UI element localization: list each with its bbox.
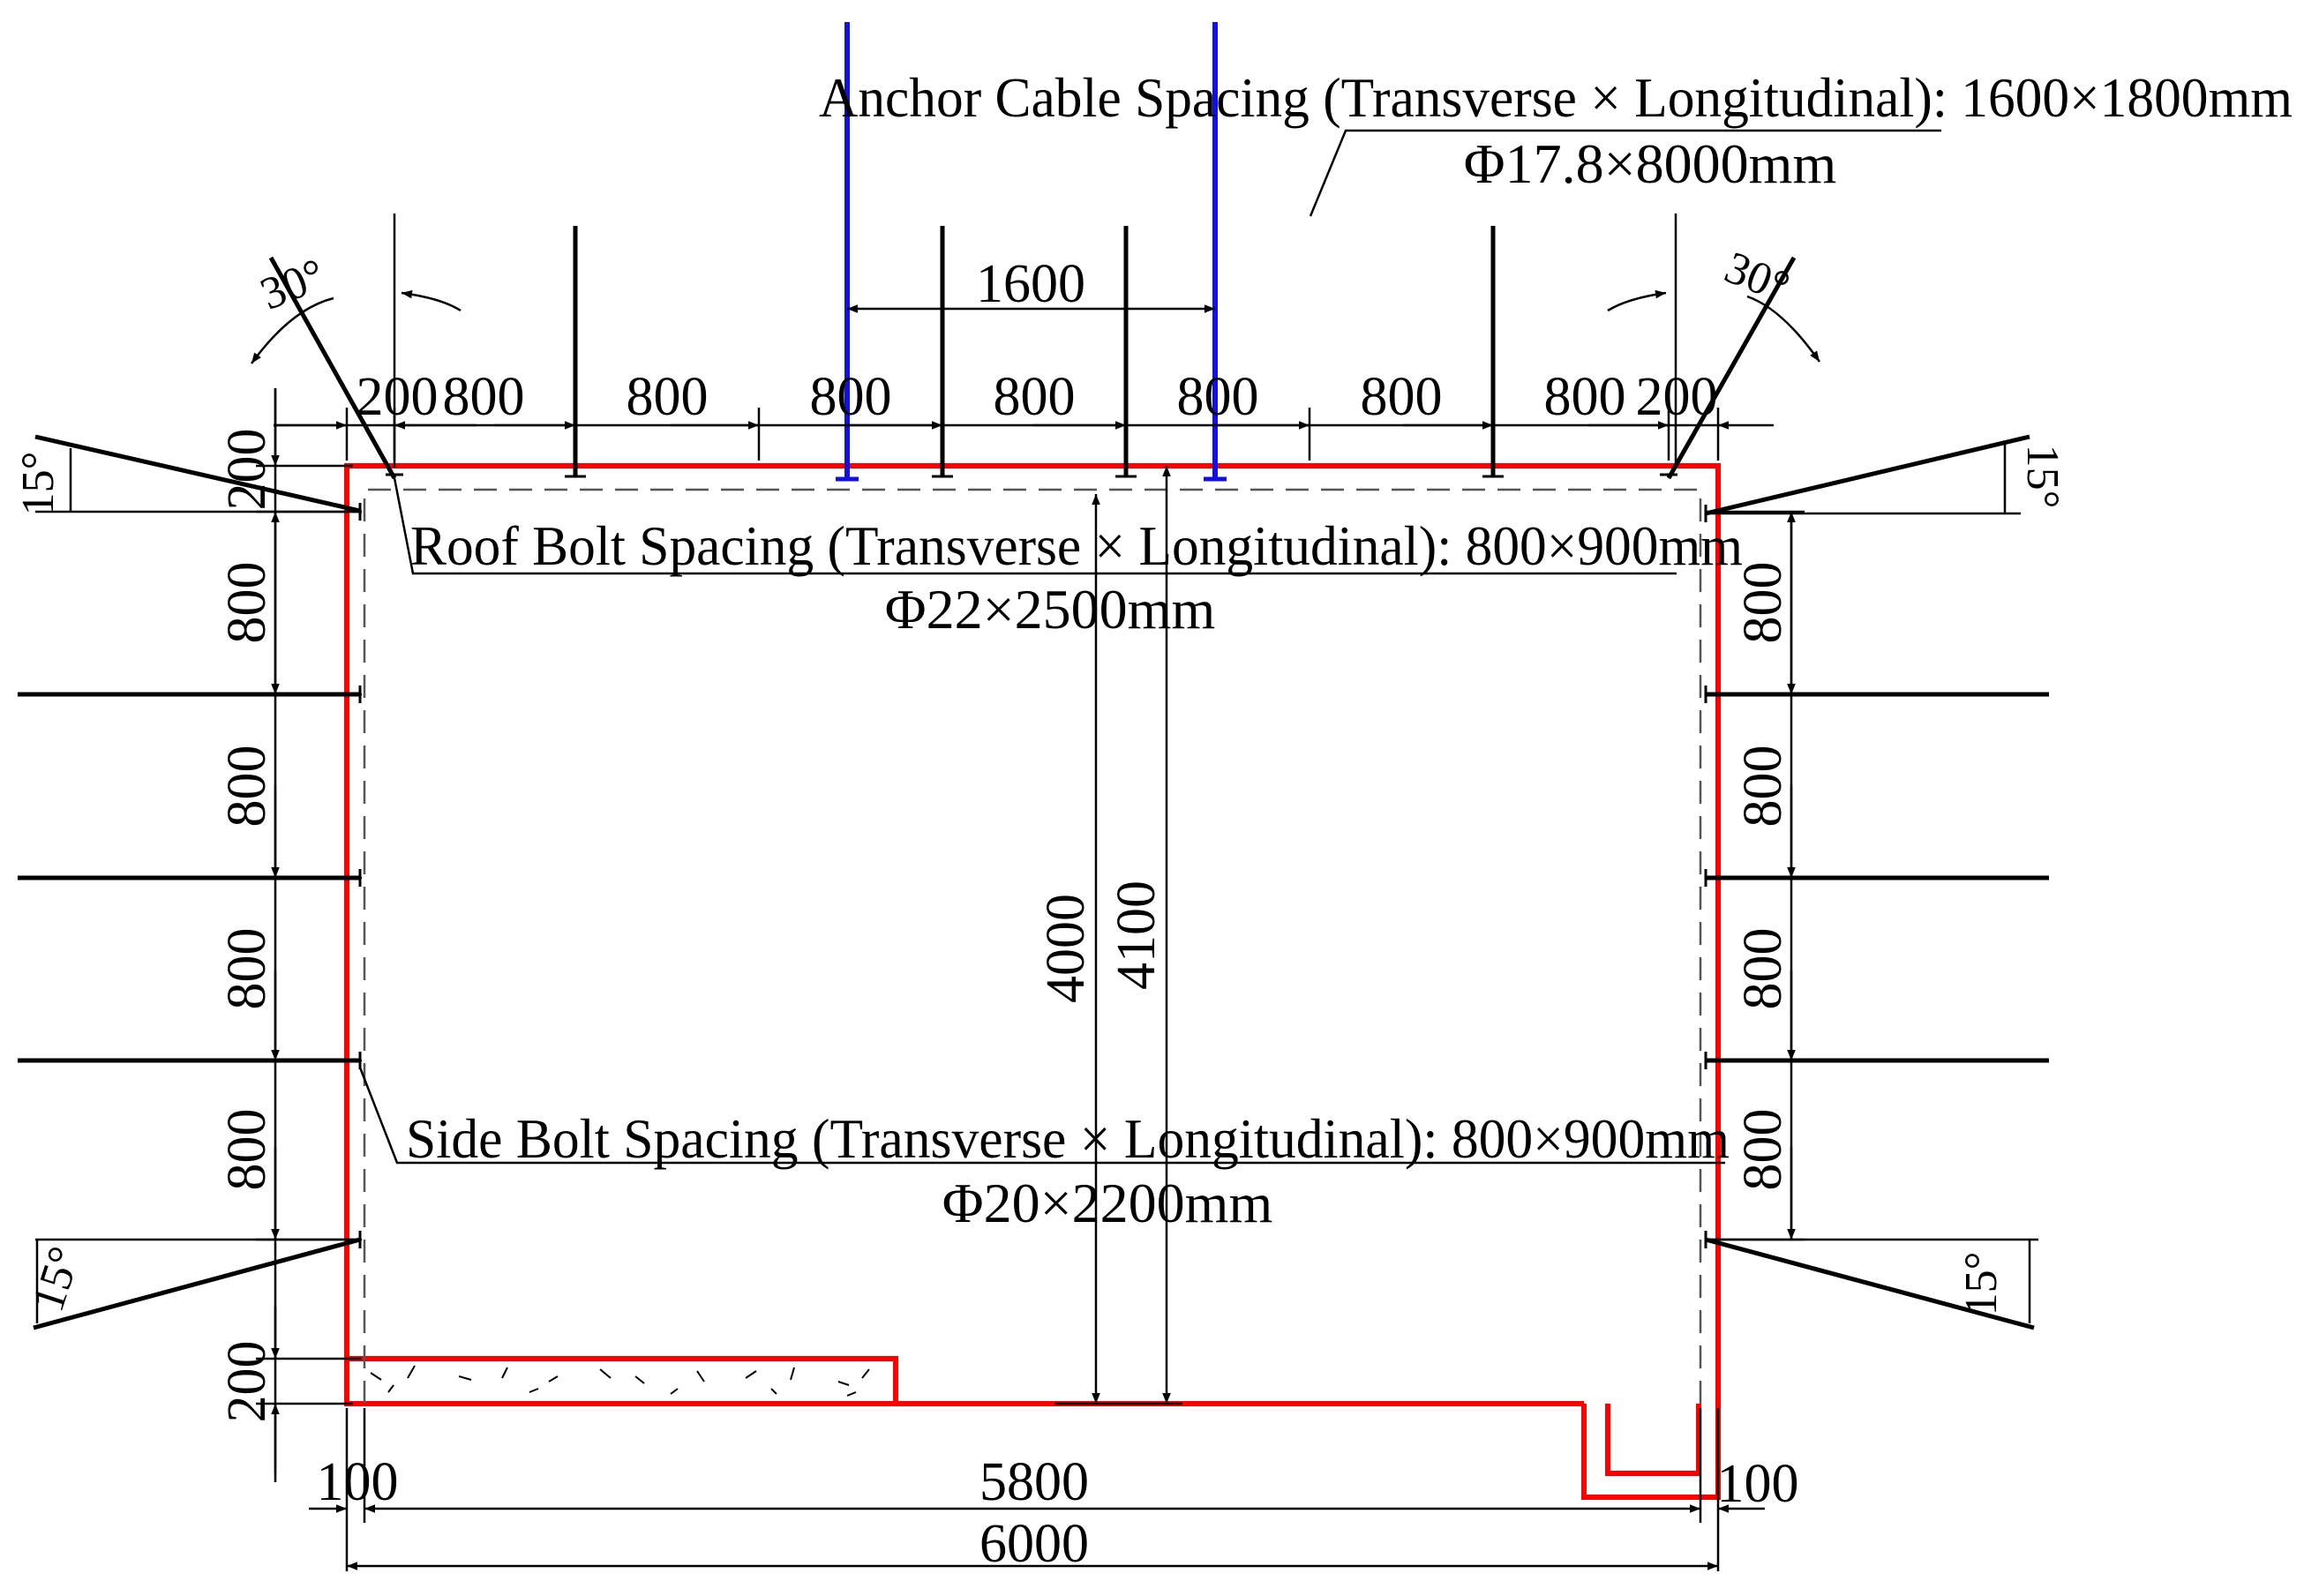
roof-bolt-inclined <box>1666 256 1797 480</box>
side-bolt-inclined <box>33 1237 361 1330</box>
dim-left-1: 800 <box>217 746 277 828</box>
annotation-leaders <box>358 129 1941 1165</box>
dim-top-4: 800 <box>994 367 1076 427</box>
dim-outer-width: 6000 <box>979 1514 1089 1574</box>
dim-right-1: 800 <box>1733 746 1793 828</box>
angle-lower-left: 15° <box>23 1240 91 1317</box>
side-bolt-inclined <box>1705 1237 2035 1330</box>
dim-height-inner: 4000 <box>1036 894 1096 1003</box>
dim-right-0: 800 <box>1733 562 1793 644</box>
dim-right-3: 800 <box>1733 1109 1793 1191</box>
anchor-cable-spacing-label: Anchor Cable Spacing (Transverse × Longi… <box>819 66 2293 129</box>
dim-cable-spacing: 1600 <box>976 254 1085 314</box>
right-dimension-chain: 800 800 800 800 <box>1707 510 1805 1241</box>
dim-height-outer: 4100 <box>1107 880 1167 990</box>
height-dimensions: 4000 4100 <box>1036 466 1182 1405</box>
roof-bolt-spacing-label: Roof Bolt Spacing (Transverse × Longitud… <box>410 514 1743 577</box>
dim-bottom-right-offset: 100 <box>1717 1454 1799 1514</box>
angle-top-right: 30° <box>1718 243 1797 313</box>
angle-upper-left: 15° <box>13 452 64 516</box>
roof-bolt-spec-label: Φ22×2500mm <box>885 578 1215 641</box>
side-bolt-inclined <box>1705 434 2030 516</box>
angle-upper-right: 15° <box>2017 445 2068 509</box>
anchor-cables <box>836 22 1227 482</box>
floor-slab-hatch <box>370 1365 870 1397</box>
side-bolt-spec-label: Φ20×2200mm <box>942 1172 1272 1234</box>
dim-inner-width: 5800 <box>979 1452 1089 1512</box>
dim-top-1: 800 <box>443 367 525 427</box>
dim-top-0: 200 <box>356 367 439 427</box>
dim-bottom-left-offset: 100 <box>317 1452 399 1512</box>
angle-lower-right: 15° <box>1956 1252 2007 1316</box>
left-dimension-chain: 200 800 800 800 800 200 <box>217 388 362 1482</box>
cable-spacing-dimension: 1600 <box>847 254 1215 314</box>
floor-slab <box>347 1356 898 1404</box>
text-annotations: Anchor Cable Spacing (Transverse × Longi… <box>406 66 2293 1234</box>
top-dimension-labels: 200 800 800 800 800 800 800 800 200 <box>356 367 1718 427</box>
dim-left-0: 800 <box>217 562 277 644</box>
dim-left-3: 800 <box>217 1109 277 1191</box>
dim-top-7: 800 <box>1544 367 1626 427</box>
side-bolt-inclined <box>34 434 361 513</box>
dim-right-2: 800 <box>1733 928 1793 1010</box>
dim-top-2: 800 <box>627 367 709 427</box>
angle-top-left: 30° <box>253 250 332 320</box>
dim-left-bottom: 200 <box>217 1341 277 1423</box>
dim-left-top: 200 <box>217 429 277 511</box>
dim-left-2: 800 <box>217 928 277 1010</box>
roof-bolts <box>268 226 1797 480</box>
dim-top-3: 800 <box>810 367 892 427</box>
anchor-cable-spec-label: Φ17.8×8000mm <box>1464 132 1836 195</box>
side-bolt-spacing-label: Side Bolt Spacing (Transverse × Longitud… <box>406 1107 1730 1170</box>
dim-top-5: 800 <box>1177 367 1259 427</box>
dim-top-6: 800 <box>1361 367 1443 427</box>
bottom-dimensions: 100 100 5800 6000 <box>309 1408 1799 1574</box>
roof-bolt-inclined <box>268 256 397 480</box>
